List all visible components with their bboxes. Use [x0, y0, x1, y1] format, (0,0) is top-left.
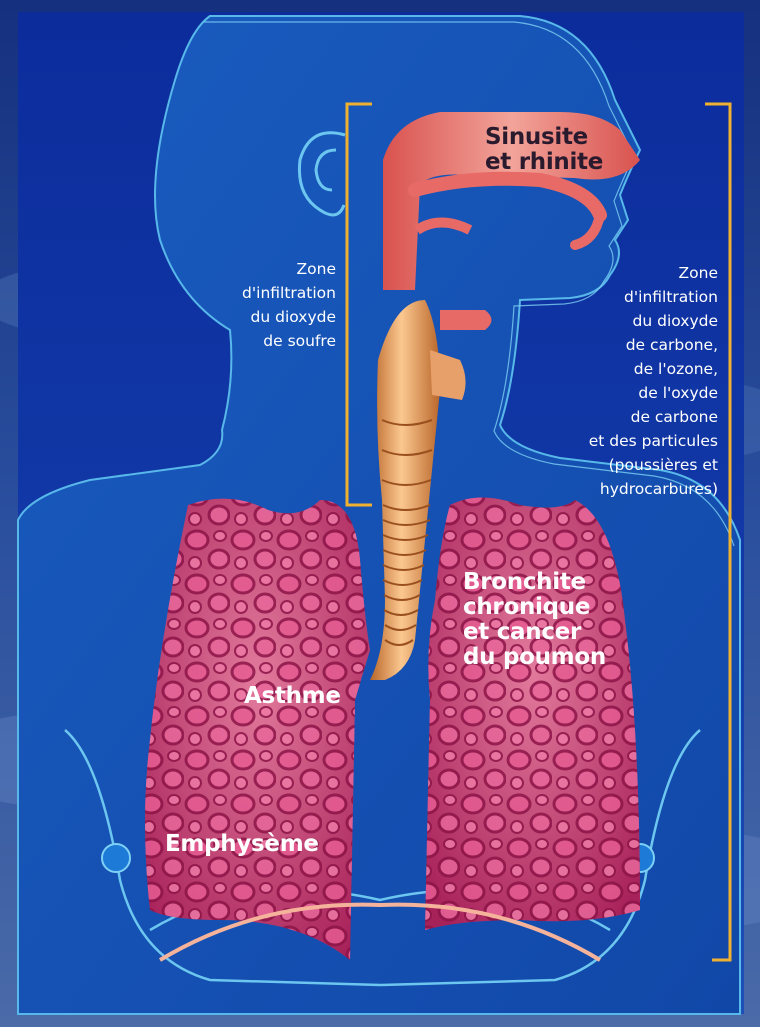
sinusitis-line: Sinusite	[485, 125, 603, 150]
right-zone-line: d'infiltration	[540, 285, 718, 309]
bronchitis-line: et cancer	[463, 620, 606, 645]
left-zone-label: Zone d'infiltration du dioxyde de soufre	[196, 257, 336, 353]
right-zone-label: Zone d'infiltration du dioxyde de carbon…	[540, 261, 718, 501]
bronchitis-line: chronique	[463, 595, 606, 620]
right-zone-line: Zone	[540, 261, 718, 285]
left-zone-line: d'infiltration	[196, 281, 336, 305]
right-zone-line: hydrocarbures)	[540, 477, 718, 501]
bronchitis-line: Bronchite	[463, 570, 606, 595]
emphysema-label: Emphysème	[165, 832, 319, 857]
asthma-label: Asthme	[244, 684, 341, 709]
bronchitis-label: Bronchite chronique et cancer du poumon	[463, 570, 606, 670]
right-zone-line: de carbone	[540, 405, 718, 429]
left-zone-line: Zone	[196, 257, 336, 281]
right-zone-line: (poussières et	[540, 453, 718, 477]
sinusitis-line: et rhinite	[485, 150, 603, 175]
sinusitis-label: Sinusite et rhinite	[485, 125, 603, 175]
left-zone-line: du dioxyde	[196, 305, 336, 329]
right-zone-line: de l'oxyde	[540, 381, 718, 405]
left-zone-line: de soufre	[196, 329, 336, 353]
right-zone-line: et des particules	[540, 429, 718, 453]
bronchitis-line: du poumon	[463, 645, 606, 670]
right-zone-line: de carbone,	[540, 333, 718, 357]
right-zone-line: de l'ozone,	[540, 357, 718, 381]
right-zone-line: du dioxyde	[540, 309, 718, 333]
